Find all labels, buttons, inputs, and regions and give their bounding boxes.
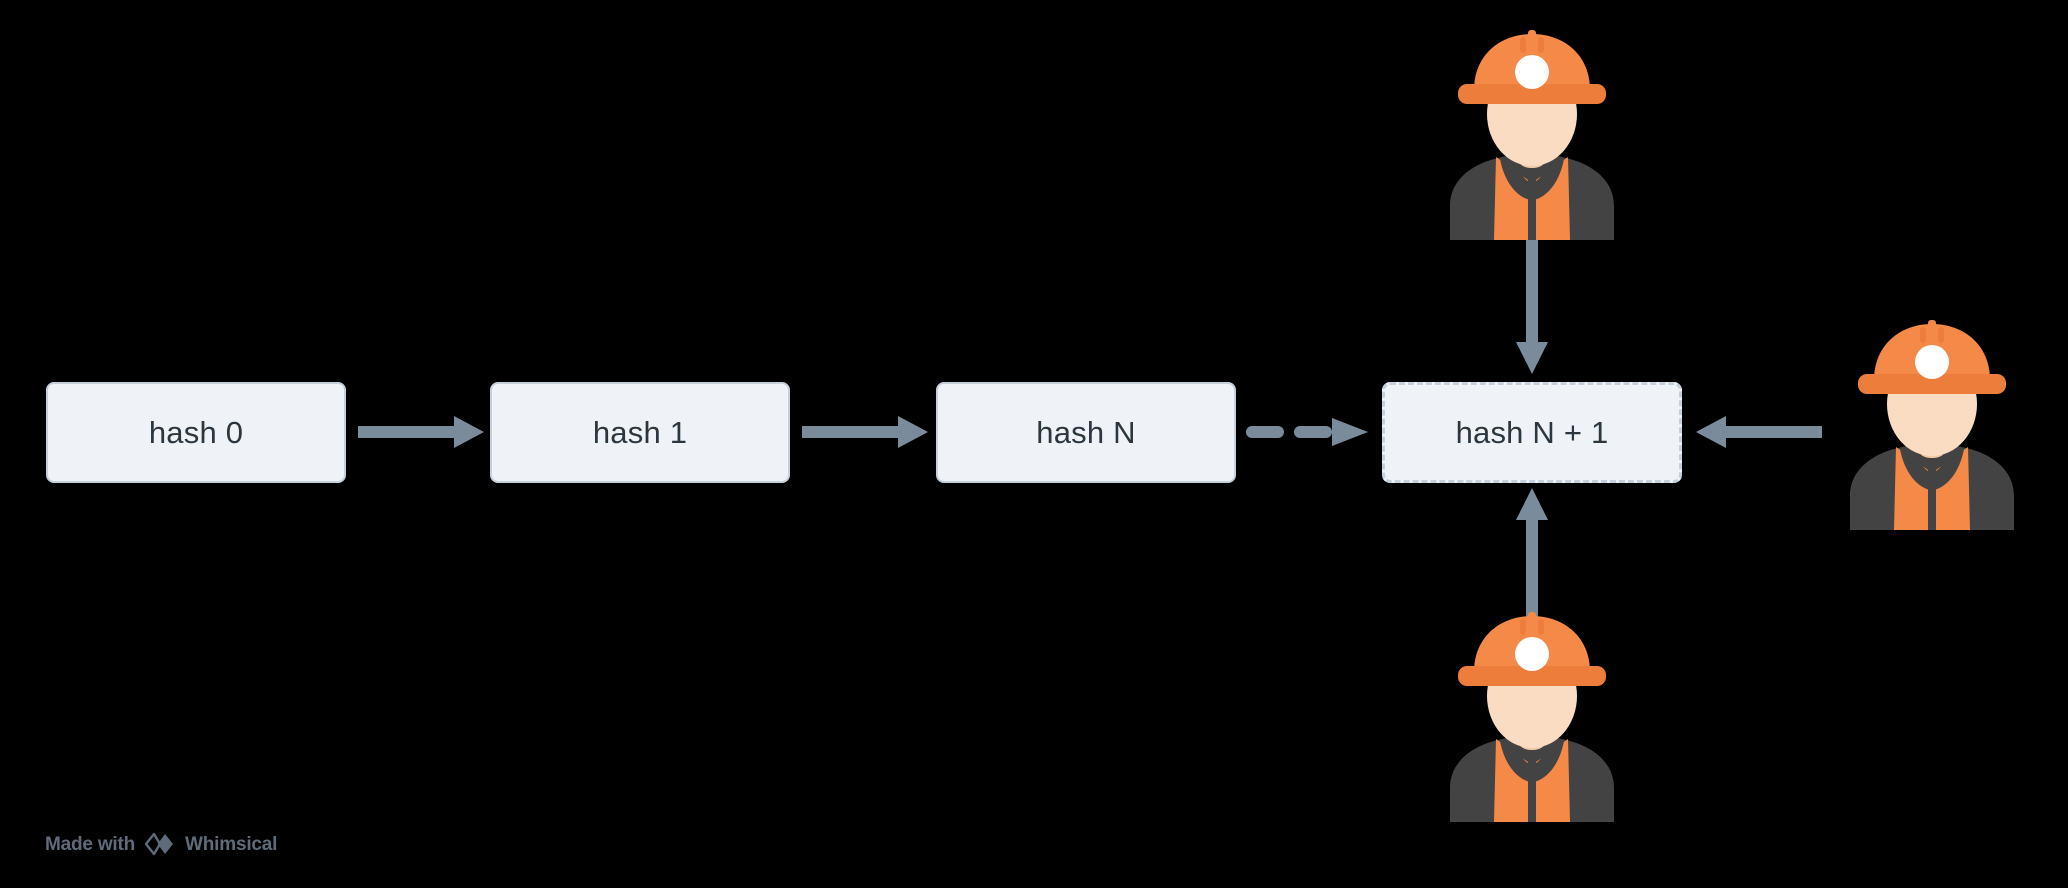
node-hash-n-plus-1[interactable]: hash N + 1 xyxy=(1382,382,1682,483)
node-hash-1[interactable]: hash 1 xyxy=(490,382,790,483)
node-label: hash N + 1 xyxy=(1455,414,1609,450)
miner-top[interactable] xyxy=(1432,28,1632,240)
watermark-prefix: Made with xyxy=(45,833,136,855)
watermark-brand: Whimsical xyxy=(185,833,278,855)
node-label: hash 1 xyxy=(592,414,688,450)
node-hash-n[interactable]: hash N xyxy=(936,382,1236,483)
whimsical-watermark[interactable]: Made with Whimsical xyxy=(45,832,277,856)
connector-miner-bottom-to-hashn1 xyxy=(1512,488,1552,622)
miner-worker-icon xyxy=(1450,612,1614,822)
connector-hash1-to-hashn xyxy=(802,412,928,452)
node-hash-0[interactable]: hash 0 xyxy=(46,382,346,483)
node-label: hash 0 xyxy=(148,414,244,450)
miner-right[interactable] xyxy=(1832,318,2032,530)
connector-miner-top-to-hashn1 xyxy=(1512,240,1552,374)
miner-worker-icon xyxy=(1450,30,1614,240)
whimsical-logo-icon xyxy=(144,832,174,856)
miner-worker-icon xyxy=(1850,320,2014,530)
connector-hashn-to-hashn1-dashed xyxy=(1246,412,1374,452)
node-label: hash N xyxy=(1036,414,1136,450)
connector-miner-right-to-hashn1 xyxy=(1696,412,1822,452)
miner-bottom[interactable] xyxy=(1432,610,1632,822)
connector-hash0-to-hash1 xyxy=(358,412,484,452)
